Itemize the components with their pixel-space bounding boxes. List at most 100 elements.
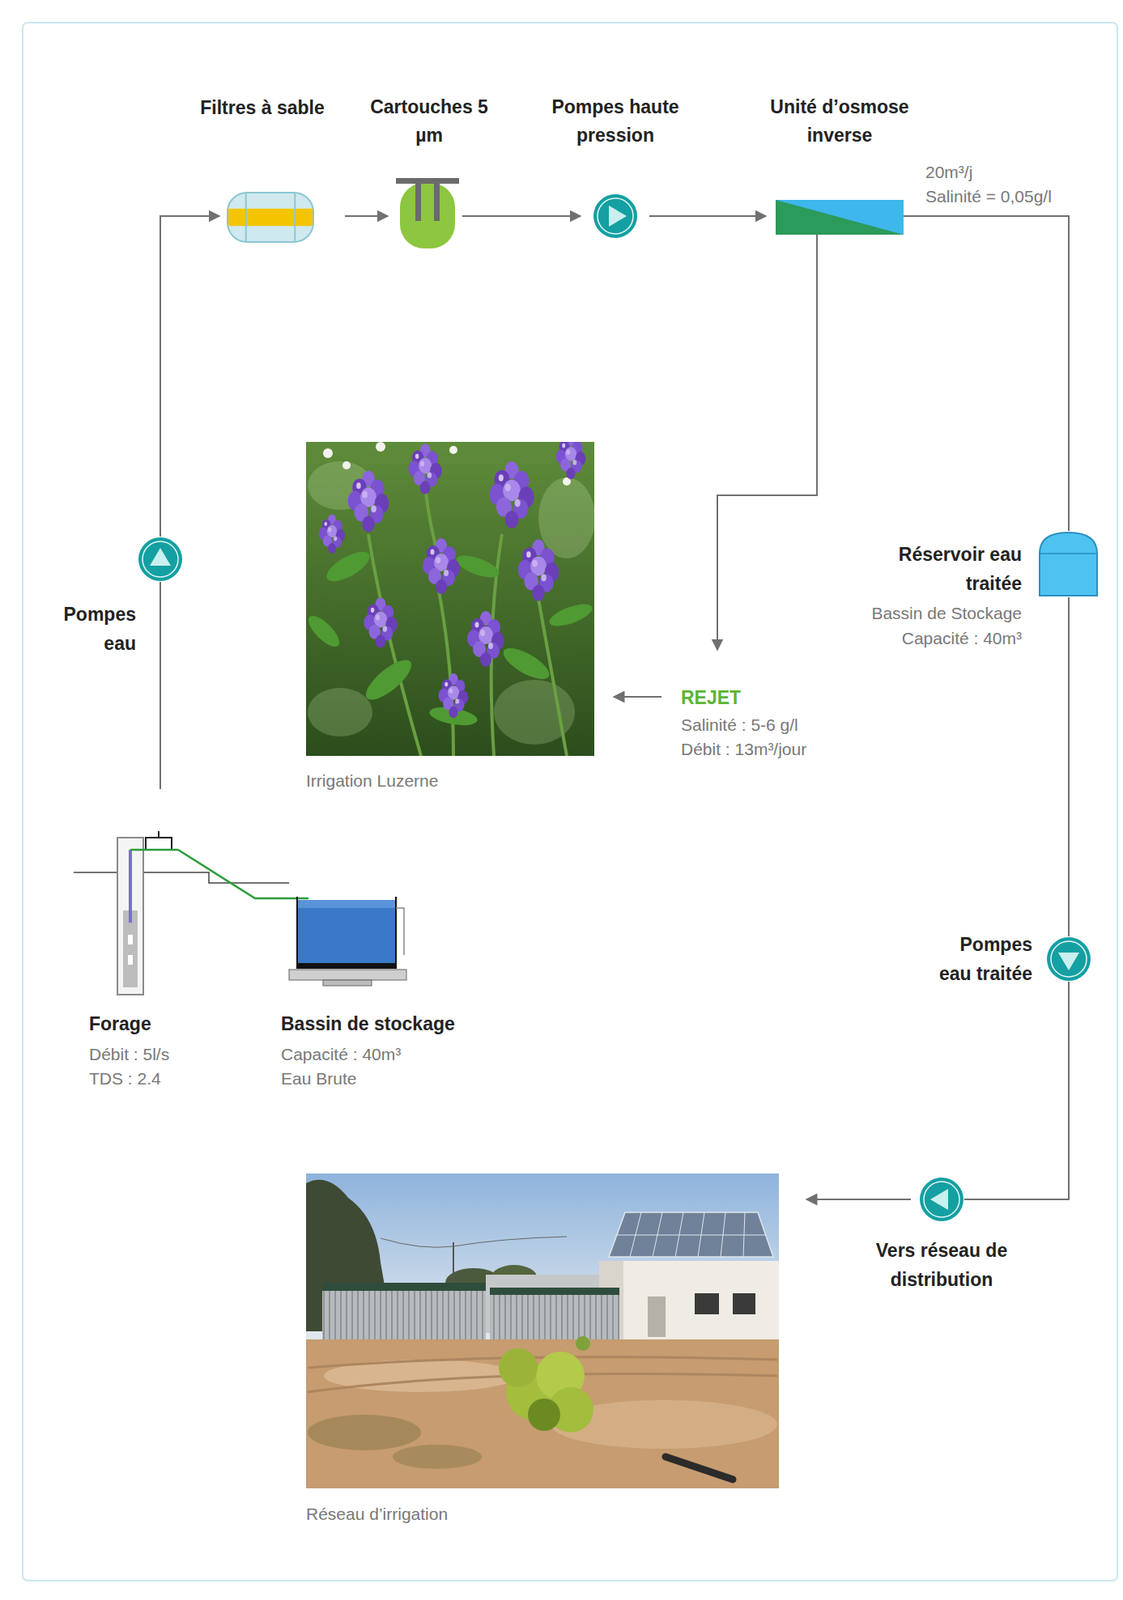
sand-filter: Filtres à sable bbox=[226, 191, 315, 243]
raw-water-basin-icon-part bbox=[297, 897, 396, 969]
cartridge-filter-icon-part bbox=[433, 183, 440, 222]
alfalfa-photo-frame-text: Irrigation Luzerne bbox=[306, 769, 439, 794]
high-pressure-pump-icon bbox=[592, 193, 639, 239]
treated-water-pump: Pompes eau traitée bbox=[1046, 936, 1092, 983]
irrigation-photo-part bbox=[608, 1212, 774, 1258]
alfalfa-photo-part bbox=[363, 598, 397, 649]
water-pump-icon-part bbox=[149, 548, 171, 566]
component-title: Unité d’osmose inverse bbox=[752, 93, 928, 151]
distribution-pump: Vers réseau de distribution bbox=[918, 1177, 965, 1223]
flow-connector bbox=[717, 234, 817, 651]
water-pump-icon bbox=[137, 536, 183, 583]
reverse-osmosis-unit: Unité d’osmose inverse bbox=[775, 199, 904, 235]
water-pump: Pompes eau bbox=[137, 536, 183, 583]
treated-water-pump-icon-part bbox=[1058, 952, 1080, 971]
flow-connector bbox=[462, 215, 581, 217]
high-pressure-pump-icon-part bbox=[593, 194, 638, 239]
distribution-pump-icon-part bbox=[923, 1182, 960, 1218]
raw-water-basin-icon-part bbox=[323, 980, 372, 987]
alfalfa-photo-part bbox=[307, 688, 373, 737]
reverse-osmosis-unit-icon-part bbox=[775, 199, 904, 235]
component-detail: Bassin de Stockage bbox=[859, 601, 1022, 626]
alfalfa-photo bbox=[306, 442, 595, 757]
component-detail: Débit : 5l/s bbox=[89, 1042, 170, 1068]
distribution-pump-icon-part bbox=[930, 1189, 949, 1211]
distribution-pump-text: Vers réseau de distribution bbox=[868, 1237, 1015, 1295]
raw-water-basin: Bassin de stockageCapacité : 40m³Eau Bru… bbox=[289, 890, 407, 988]
sand-filter-icon-part bbox=[227, 192, 314, 243]
treated-water-tank-icon bbox=[1037, 531, 1099, 598]
frame bbox=[22, 22, 1118, 1582]
component-title: Vers réseau de distribution bbox=[868, 1237, 1015, 1295]
cartridge-filter-text: Cartouches 5 µm bbox=[368, 93, 490, 151]
borehole-icon-part bbox=[145, 831, 172, 851]
raw-water-basin-text: Bassin de stockageCapacité : 40m³Eau Bru… bbox=[280, 1010, 456, 1093]
irrigation-photo-part bbox=[694, 1293, 719, 1315]
component-title: Pompes eau traitée bbox=[931, 931, 1033, 989]
cartridge-filter-icon bbox=[395, 171, 460, 251]
alfalfa-photo-part bbox=[375, 442, 386, 452]
irrigation-photo-part bbox=[380, 1237, 567, 1248]
raw-water-basin-icon bbox=[289, 890, 407, 988]
irrigation-photo-part bbox=[322, 1283, 486, 1292]
water-pump-text: Pompes eau bbox=[46, 600, 137, 659]
treated-water-pump-icon bbox=[1046, 936, 1092, 983]
component-title: Forage bbox=[89, 1010, 170, 1040]
flow-connector bbox=[964, 982, 1069, 1200]
component-title: Bassin de stockage bbox=[280, 1010, 456, 1040]
high-pressure-pump-text: Pompes haute pression bbox=[534, 93, 697, 151]
treated-water-pump-icon-part bbox=[1046, 937, 1091, 982]
irrigation-photo-part bbox=[575, 1336, 591, 1352]
component-detail: Salinité : 5-6 g/l bbox=[680, 713, 807, 738]
irrigation-photo-part bbox=[392, 1445, 482, 1470]
treated-water-tank: Réservoir eau traitéeBassin de StockageC… bbox=[1037, 531, 1099, 598]
alfalfa-photo-part bbox=[449, 446, 458, 455]
irrigation-photo-frame-text: Réseau d’irrigation bbox=[306, 1502, 448, 1528]
high-pressure-pump: Pompes haute pression bbox=[592, 193, 639, 239]
reverse-osmosis-unit-icon-part bbox=[775, 199, 904, 235]
distribution-pump-icon-part bbox=[919, 1178, 964, 1222]
high-pressure-pump-icon-part bbox=[597, 198, 634, 234]
alfalfa-photo-part bbox=[453, 551, 502, 583]
water-pump-icon-part bbox=[138, 537, 183, 582]
reverse-osmosis-unit-text: Unité d’osmose inverse bbox=[752, 93, 928, 151]
borehole-icon-part bbox=[117, 837, 144, 996]
treated-water-tank-text: Réservoir eau traitéeBassin de StockageC… bbox=[859, 540, 1022, 651]
irrigation-photo-part bbox=[616, 1212, 766, 1258]
alfalfa-photo-part bbox=[306, 442, 595, 757]
flow-connector bbox=[649, 215, 766, 217]
alfalfa-photo-part bbox=[546, 599, 595, 631]
distribution-pump-icon bbox=[918, 1177, 965, 1223]
alfalfa-photo-part bbox=[489, 461, 534, 529]
irrigation-photo-part bbox=[306, 1339, 779, 1489]
flow-connector bbox=[806, 1199, 911, 1201]
water-pump-icon-part bbox=[142, 541, 179, 578]
alfalfa-photo-frame: Irrigation Luzerne bbox=[306, 442, 595, 757]
borehole-text: ForageDébit : 5l/sTDS : 2.4 bbox=[89, 1010, 170, 1093]
borehole-icon-part bbox=[130, 849, 179, 852]
borehole-icon-part bbox=[127, 935, 133, 945]
alfalfa-photo-part bbox=[467, 611, 505, 668]
ground-line bbox=[73, 872, 290, 884]
flow-annotation: Salinité = 0,05g/l bbox=[925, 184, 1052, 209]
sand-filter-text: Filtres à sable bbox=[199, 93, 324, 124]
component-title: Cartouches 5 µm bbox=[368, 93, 490, 151]
component-title: Réservoir eau traitée bbox=[859, 540, 1022, 599]
irrigation-photo-part bbox=[489, 1293, 620, 1343]
treated-water-tank-icon-part bbox=[1039, 552, 1098, 555]
borehole-icon-part bbox=[128, 850, 132, 924]
irrigation-photo-part bbox=[489, 1288, 620, 1296]
raw-water-basin-icon-part bbox=[395, 908, 405, 956]
alfalfa-photo-part bbox=[319, 514, 345, 554]
component-detail: Eau Brute bbox=[280, 1067, 456, 1092]
alfalfa-photo-part bbox=[556, 442, 587, 480]
component-detail: TDS : 2.4 bbox=[89, 1067, 170, 1092]
high-pressure-pump-icon-part bbox=[608, 205, 627, 227]
flow-annotation: 20m³/j bbox=[925, 160, 973, 185]
flow-connector bbox=[613, 696, 662, 698]
irrigation-photo-part bbox=[322, 1288, 486, 1345]
borehole-icon bbox=[80, 789, 179, 996]
component-detail: Débit : 13m³/jour bbox=[680, 737, 807, 762]
